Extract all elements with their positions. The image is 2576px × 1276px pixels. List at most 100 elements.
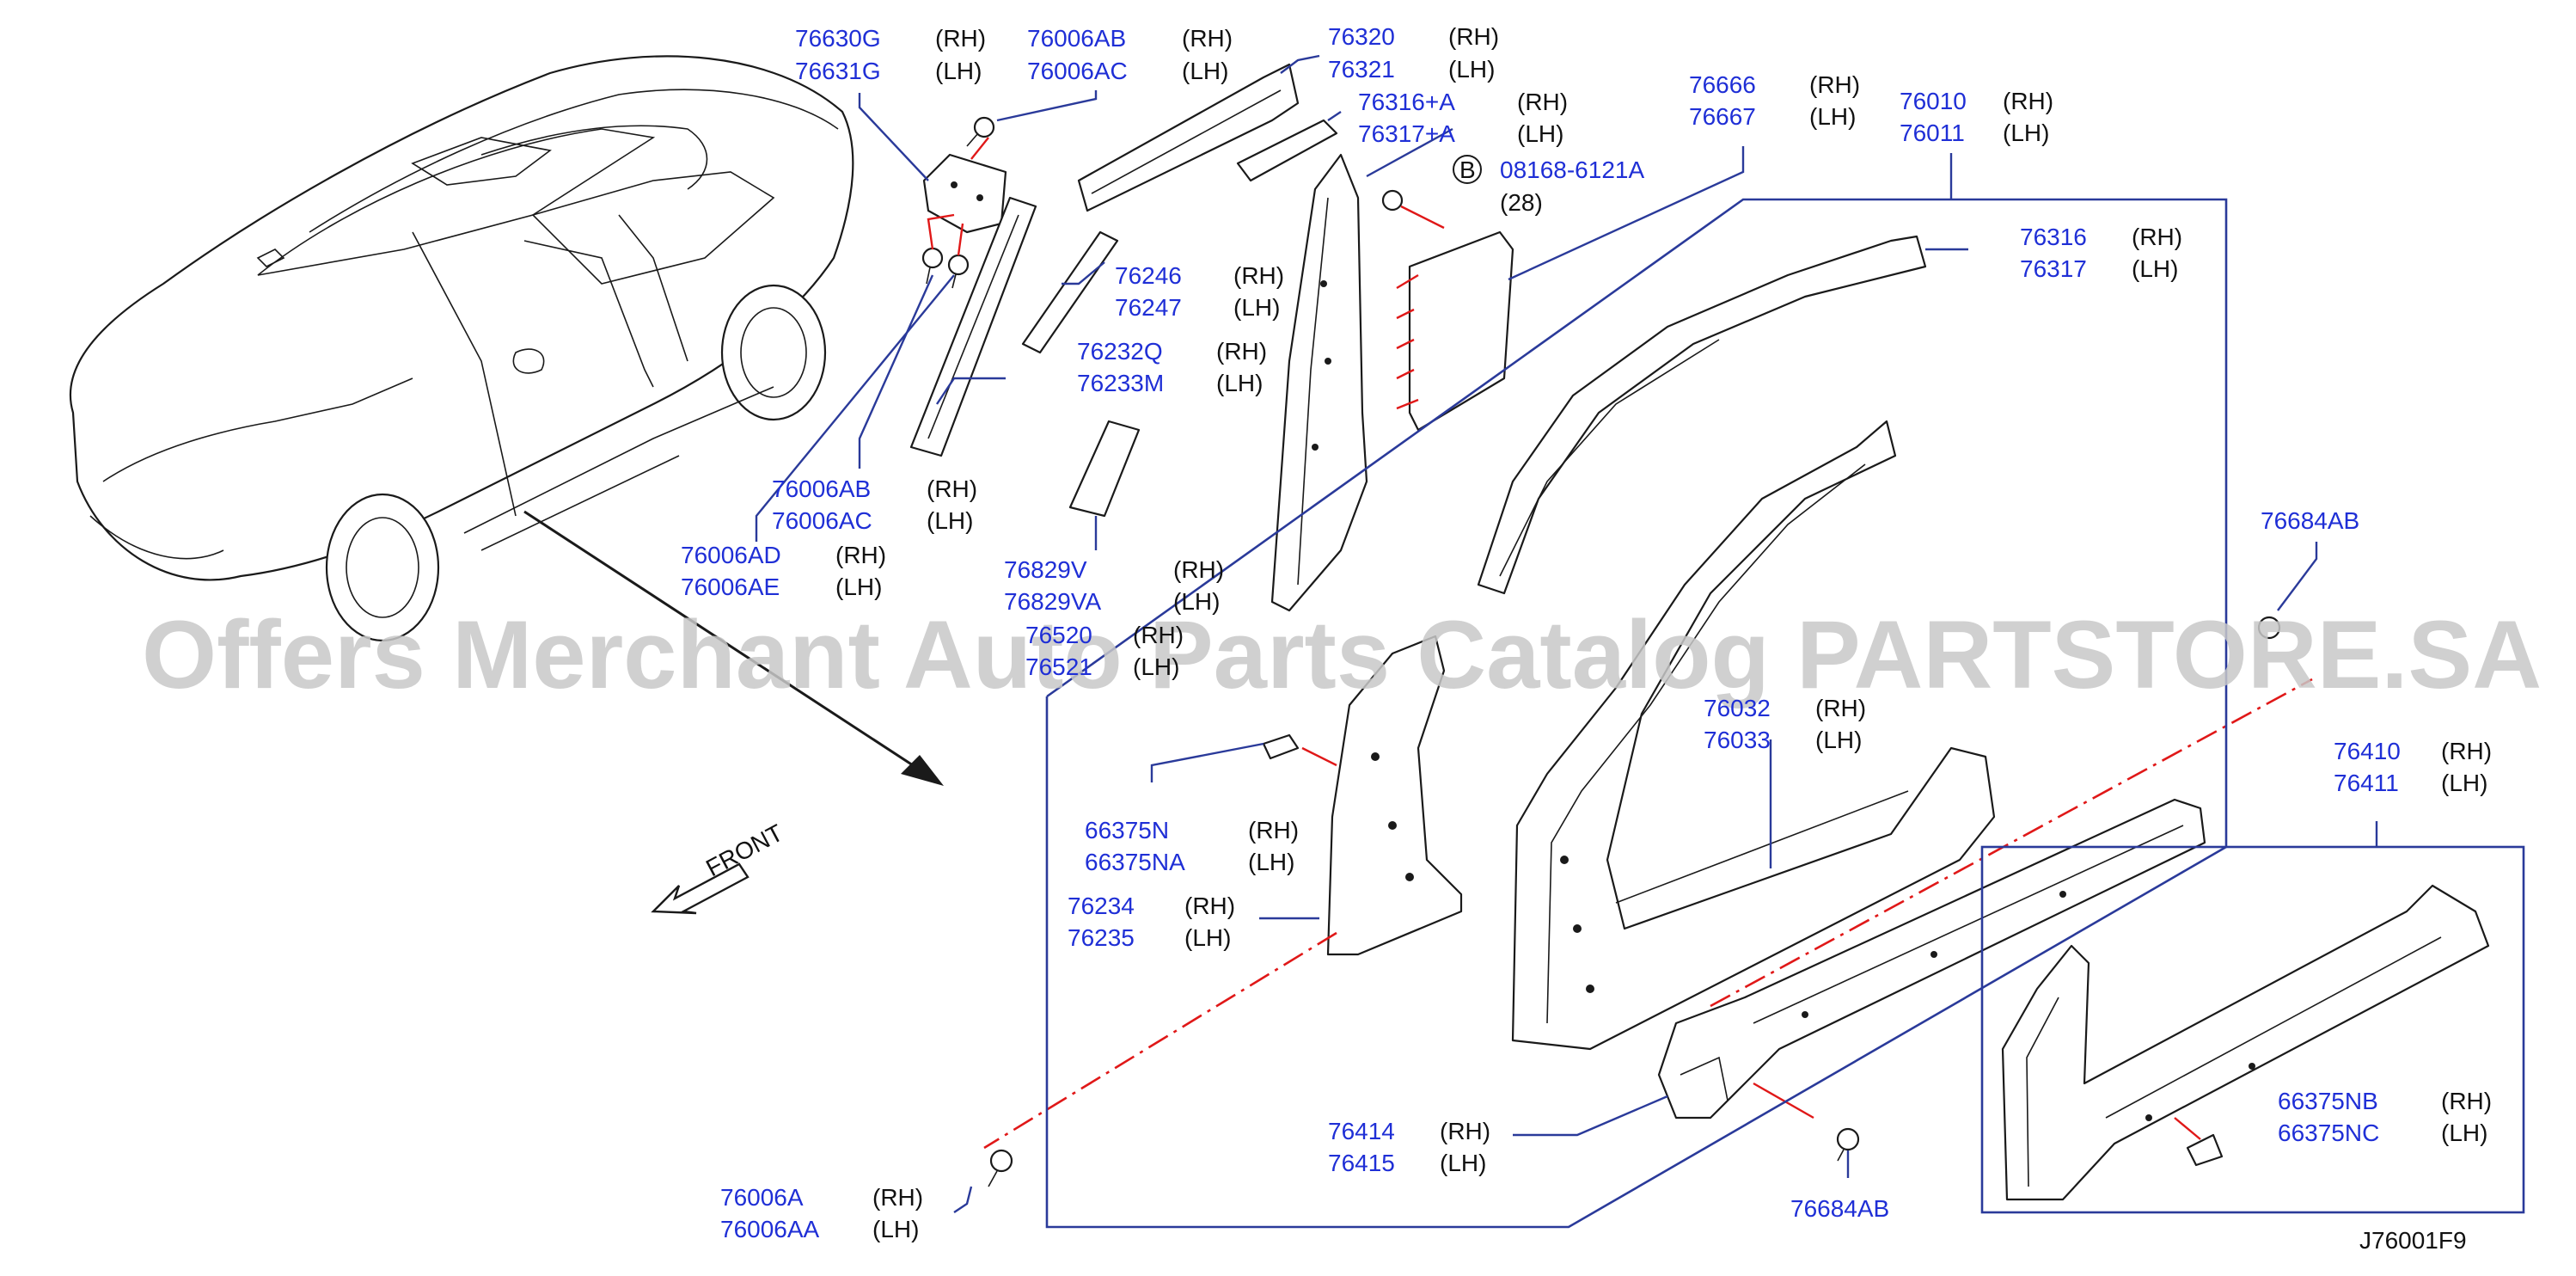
rh-label: (RH) [1448, 23, 1499, 50]
part-number-lh: 76006AC [772, 507, 872, 534]
callout-76520: 76520 (RH) 76521 (LH) [1025, 622, 1184, 680]
part-number-rh: 76006A [720, 1184, 804, 1211]
callout-76006AB-mid: 76006AB (RH) 76006AC (LH) [772, 475, 977, 534]
rh-label: (RH) [835, 542, 886, 568]
part-number-lh: 76233M [1077, 370, 1164, 396]
part-number-lh: 76521 [1025, 653, 1092, 680]
lh-label: (LH) [835, 574, 882, 600]
lh-label: (LH) [1133, 653, 1179, 680]
lower-parts [983, 235, 2313, 1187]
rh-label: (RH) [2441, 1088, 2492, 1114]
part-number-lh: 76006AA [720, 1216, 820, 1242]
lh-label: (LH) [872, 1216, 919, 1242]
lh-label: (LH) [2132, 255, 2178, 282]
lh-label: (LH) [927, 507, 973, 534]
lh-label: (LH) [1173, 588, 1220, 615]
part-number-rh: 76630G [795, 25, 881, 52]
bolt-icon [921, 247, 944, 285]
rh-label: (RH) [1184, 893, 1235, 919]
part-number-rh: 76246 [1115, 262, 1182, 289]
part-number-rh: 76320 [1328, 23, 1395, 50]
lh-label: (LH) [2441, 770, 2487, 796]
bolt-icon [1381, 189, 1445, 230]
callout-76006AB-top: 76006AB (RH) 76006AC (LH) [1027, 25, 1233, 84]
rh-label: (RH) [1809, 71, 1860, 98]
part-number-rh: 76829V [1004, 556, 1087, 583]
lh-label: (LH) [1809, 103, 1856, 130]
part-number-lh: 76247 [1115, 294, 1182, 321]
lh-label: (LH) [1440, 1150, 1486, 1176]
rh-label: (RH) [927, 475, 977, 502]
callout-76630G: 76630G (RH) 76631G (LH) [795, 25, 986, 84]
part-number: 08168-6121A [1500, 156, 1644, 183]
part-number-rh: 76232Q [1077, 338, 1163, 365]
callout-66375N: 66375N (RH) 66375NA (LH) [1085, 817, 1299, 875]
leader-lines [755, 54, 2378, 1229]
callout-76032: 76032 (RH) 76033 (LH) [1704, 695, 1866, 753]
part-number-lh: 66375NC [2278, 1120, 2379, 1146]
part-number-lh: 76829VA [1004, 588, 1101, 615]
callout-76006AD: 76006AD (RH) 76006AE (LH) [681, 542, 886, 600]
lh-label: (LH) [2441, 1120, 2487, 1146]
part-number-lh: 76317 [2020, 255, 2087, 282]
callout-76316A: 76316+A (RH) 76317+A (LH) [1358, 89, 1568, 147]
lh-label: (LH) [1448, 56, 1495, 83]
rh-label: (RH) [1815, 695, 1866, 721]
callout-76414: 76414 (RH) 76415 (LH) [1328, 1118, 1490, 1176]
part-number-lh: 76006AC [1027, 58, 1128, 84]
part-number-lh: 76415 [1328, 1150, 1395, 1176]
part-number-rh: 76010 [1900, 88, 1967, 114]
lh-label: (LH) [1182, 58, 1228, 84]
quantity: (28) [1500, 189, 1543, 216]
rh-label: (RH) [1248, 817, 1299, 844]
callout-76410: 76410 (RH) 76411 (LH) [2334, 738, 2492, 796]
part-number-rh: 66375N [1085, 817, 1169, 844]
callout-76234: 76234 (RH) 76235 (LH) [1068, 893, 1235, 951]
watermark-text: Offers Merchant Auto Parts Catalog PARTS… [142, 601, 2542, 709]
rh-label: (RH) [1216, 338, 1267, 365]
part-number-rh: 76520 [1025, 622, 1092, 648]
rh-label: (RH) [2132, 224, 2182, 250]
callout-66375NB: 66375NB (RH) 66375NC (LH) [2278, 1088, 2492, 1146]
lh-label: (LH) [935, 58, 982, 84]
lh-label: (LH) [1184, 924, 1231, 951]
b-marker-icon [1453, 155, 1482, 184]
callout-76829V: 76829V (RH) 76829VA (LH) [1004, 556, 1224, 615]
rh-label: (RH) [935, 25, 986, 52]
callout-76684AB-bottom: 76684AB [1790, 1195, 1889, 1222]
part-number: 76684AB [2261, 507, 2359, 534]
part-number-lh: 76006AE [681, 574, 780, 600]
lh-label: (LH) [1216, 370, 1263, 396]
part-number-lh: 76667 [1689, 103, 1756, 130]
rh-label: (RH) [872, 1184, 923, 1211]
part-number-lh: 76033 [1704, 727, 1771, 753]
rh-label: (RH) [2441, 738, 2492, 764]
part-number-rh: 66375NB [2278, 1088, 2378, 1114]
part-number-rh: 76414 [1328, 1118, 1395, 1144]
part-number-lh: 76317+A [1358, 120, 1455, 147]
part-number-lh: 76011 [1900, 120, 1965, 146]
rh-label: (RH) [1440, 1118, 1490, 1144]
bolt-icon [988, 1149, 1013, 1187]
lh-label: (LH) [2003, 120, 2049, 146]
callout-76316: 76316 (RH) 76317 (LH) [2020, 224, 2182, 282]
callout-76246: 76246 (RH) 76247 (LH) [1115, 262, 1284, 321]
part-number-lh: 66375NA [1085, 849, 1185, 875]
part-number-lh: 76321 [1328, 56, 1395, 83]
rh-label: (RH) [1182, 25, 1233, 52]
lh-label: (LH) [1233, 294, 1280, 321]
callout-76320: 76320 (RH) 76321 (LH) [1328, 23, 1499, 83]
callout-76010: 76010 (RH) 76011 (LH) [1900, 88, 2053, 146]
part-number-lh: 76235 [1068, 924, 1135, 951]
callout-76666: 76666 (RH) 76667 (LH) [1689, 71, 1860, 130]
callout-76684AB-right: 76684AB [2261, 507, 2359, 534]
rh-label: (RH) [1133, 622, 1184, 648]
part-number-lh: 76631G [795, 58, 881, 84]
part-number-rh: 76032 [1704, 695, 1771, 721]
part-number-rh: 76410 [2334, 738, 2401, 764]
rh-label: (RH) [2003, 88, 2053, 114]
part-number-lh: 76411 [2334, 770, 2399, 796]
callout-08168: B 08168-6121A (28) [1453, 155, 1644, 216]
part-number-rh: 76234 [1068, 893, 1135, 919]
